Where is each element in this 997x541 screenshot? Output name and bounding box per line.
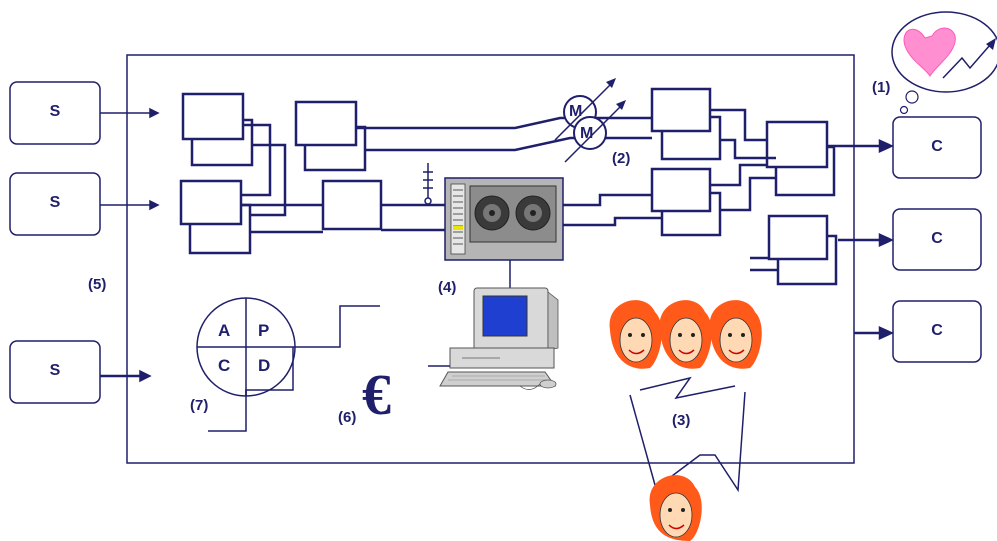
communication-lines — [629, 376, 746, 493]
supplier-boxes — [9, 81, 101, 404]
person-icon — [649, 475, 702, 541]
person-icon — [659, 300, 712, 369]
pdca-do: D — [258, 356, 271, 375]
supplier-box-2 — [9, 172, 101, 236]
annotation-improvement: (7) — [190, 397, 209, 414]
customer-label: C — [931, 230, 943, 247]
annotation-equipment: (4) — [438, 279, 457, 296]
supplier-arrows — [100, 107, 160, 383]
computer-icon — [428, 287, 559, 390]
tape-machine-icon — [444, 177, 564, 261]
process-boxes — [179, 87, 838, 286]
supplier-label: S — [49, 362, 61, 379]
customer-label: C — [931, 138, 943, 155]
probe-icon — [423, 163, 433, 205]
meter-lower — [564, 100, 626, 163]
supplier-box-3 — [9, 340, 101, 404]
annotation-measurement: (2) — [612, 150, 631, 167]
meter-label-upper: M — [569, 103, 583, 120]
customer-boxes — [892, 116, 982, 363]
person-icon — [609, 300, 662, 369]
annotation-process-system: (5) — [88, 276, 107, 293]
annotation-finance: (6) — [338, 409, 357, 426]
supplier-label: S — [49, 103, 61, 120]
customer-label: C — [931, 322, 943, 339]
euro-icon: € — [362, 362, 391, 427]
pdca-check: C — [218, 356, 231, 375]
heart-icon — [903, 27, 956, 77]
customer-box-1 — [892, 116, 982, 179]
pdca-act: A — [218, 321, 231, 340]
pdca-cycle — [196, 297, 380, 432]
customer-box-2 — [892, 208, 982, 271]
team-faces — [609, 300, 762, 541]
meter-label-lower: M — [580, 125, 594, 142]
supplier-label: S — [49, 194, 61, 211]
pdca-plan: P — [258, 321, 270, 340]
person-icon — [709, 300, 762, 369]
annotation-satisfaction: (1) — [872, 79, 891, 96]
flow-lines — [241, 108, 778, 272]
customer-box-3 — [892, 300, 982, 363]
annotation-people: (3) — [672, 412, 691, 429]
trend-up-icon — [942, 44, 991, 79]
customer-arrows — [828, 139, 895, 340]
satisfaction-bubble — [891, 11, 997, 115]
